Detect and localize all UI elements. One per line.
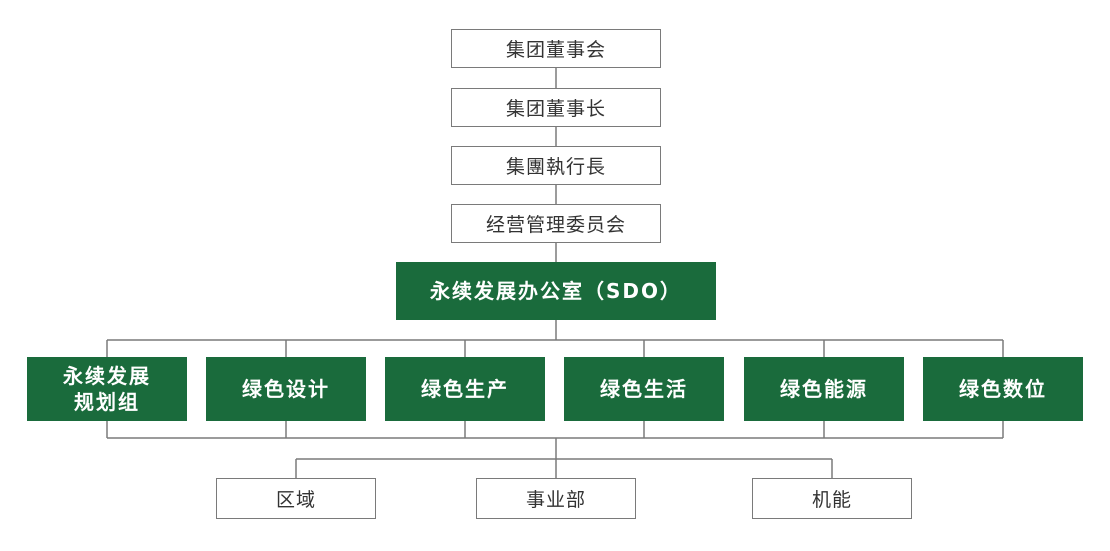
group-box-green-production: 绿色生产: [385, 357, 545, 421]
group-box-green-design: 绿色设计: [206, 357, 366, 421]
unit-box-business-unit: 事业部: [476, 478, 636, 519]
group-box-planning: 永续发展 规划组: [27, 357, 187, 421]
group-label: 绿色能源: [780, 377, 868, 401]
sdo-box: 永续发展办公室（SDO）: [396, 262, 716, 320]
board-box: 集团董事会: [451, 29, 661, 68]
management-committee-box: 经营管理委员会: [451, 204, 661, 243]
unit-box-region: 区域: [216, 478, 376, 519]
chairman-box: 集团董事长: [451, 88, 661, 127]
unit-label: 机能: [811, 489, 852, 511]
ceo-label: 集團執行長: [505, 156, 606, 178]
group-box-green-digital: 绿色数位: [923, 357, 1083, 421]
sdo-label: 永续发展办公室（SDO）: [429, 279, 682, 303]
group-label: 绿色生活: [600, 377, 688, 401]
ceo-box: 集團執行長: [451, 146, 661, 185]
group-label: 绿色设计: [242, 377, 330, 401]
group-box-green-energy: 绿色能源: [744, 357, 904, 421]
group-label: 绿色生产: [421, 377, 509, 401]
group-label: 绿色数位: [959, 377, 1047, 401]
management-committee-label: 经营管理委员会: [485, 214, 626, 236]
unit-label: 事业部: [525, 489, 586, 511]
chairman-label: 集团董事长: [505, 98, 606, 120]
board-label: 集团董事会: [505, 39, 606, 61]
group-label-line1: 永续发展: [63, 364, 151, 388]
unit-label: 区域: [275, 489, 316, 511]
group-box-green-living: 绿色生活: [564, 357, 724, 421]
unit-box-function: 机能: [752, 478, 912, 519]
group-label-line2: 规划组: [74, 390, 140, 414]
